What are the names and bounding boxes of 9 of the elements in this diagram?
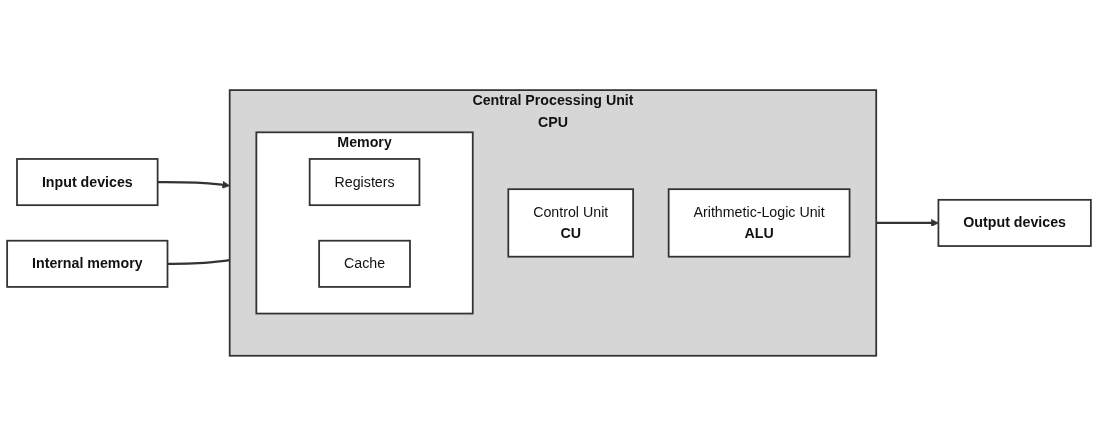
node-box: Cache bbox=[318, 239, 411, 288]
connector bbox=[167, 258, 230, 265]
node-box: Output devices bbox=[937, 198, 1092, 247]
node-box: Control Unit CU bbox=[507, 187, 634, 258]
arrow bbox=[876, 218, 939, 227]
node-box: Input devices bbox=[16, 157, 159, 206]
node-box: Registers bbox=[308, 157, 421, 206]
node-box: Arithmetic-Logic Unit ALU bbox=[667, 187, 851, 258]
node-box: Internal memory bbox=[6, 239, 169, 288]
